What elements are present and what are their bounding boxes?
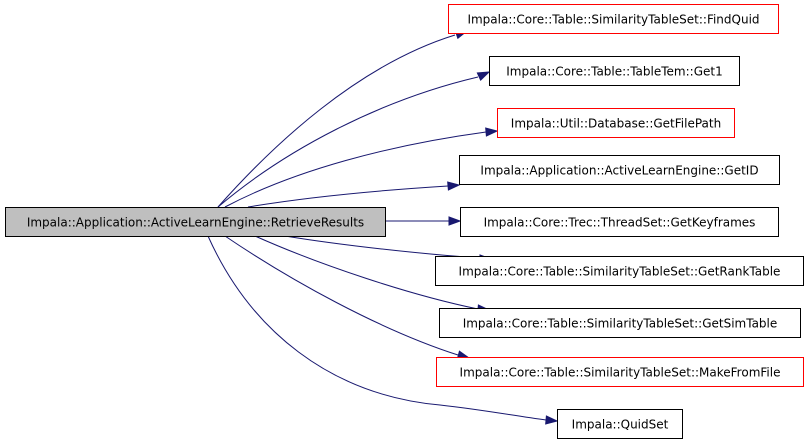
- node-get-id[interactable]: Impala::Application::ActiveLearnEngine::…: [459, 155, 780, 185]
- node-get-keyframes-label: Impala::Core::Trec::ThreadSet::GetKeyfra…: [484, 216, 756, 230]
- nodes: Impala::Application::ActiveLearnEngine::…: [5, 4, 804, 439]
- edge-to-get1: [217, 76, 479, 208]
- node-get-sim-table-box: [439, 308, 801, 338]
- node-get-keyframes-box: [460, 207, 779, 237]
- node-get-id-label: Impala::Application::ActiveLearnEngine::…: [480, 164, 758, 178]
- node-get-file-path-box: [497, 108, 735, 138]
- node-quid-set-label: Impala::QuidSet: [572, 418, 669, 432]
- edge-to-get-sim-table: [254, 235, 479, 310]
- node-get1-label: Impala::Core::Table::TableTem::Get1: [506, 65, 722, 79]
- node-get1-box: [489, 56, 740, 86]
- arrowhead-get1: [476, 71, 491, 82]
- node-make-from-file[interactable]: Impala::Core::Table::SimilarityTableSet:…: [436, 357, 804, 387]
- edge-to-make-from-file: [224, 235, 459, 356]
- node-retrieve-results-box: [5, 207, 386, 237]
- node-find-quid[interactable]: Impala::Core::Table::SimilarityTableSet:…: [448, 4, 779, 34]
- node-get-rank-table[interactable]: Impala::Core::Table::SimilarityTableSet:…: [435, 256, 804, 286]
- arrowhead-get-id: [447, 181, 461, 191]
- edge-to-find-quid: [217, 34, 456, 208]
- node-get-sim-table-label: Impala::Core::Table::SimilarityTableSet:…: [463, 317, 778, 331]
- arrowhead-quid-set: [545, 415, 559, 425]
- arrowhead-get-file-path: [485, 127, 499, 137]
- node-retrieve-results-label: Impala::Application::ActiveLearnEngine::…: [27, 216, 364, 230]
- node-get-rank-table-box: [435, 256, 804, 286]
- node-quid-set[interactable]: Impala::QuidSet: [557, 409, 683, 439]
- node-make-from-file-box: [436, 357, 804, 387]
- node-get-rank-table-label: Impala::Core::Table::SimilarityTableSet:…: [459, 265, 781, 279]
- node-get-file-path[interactable]: Impala::Util::Database::GetFilePath: [497, 108, 735, 138]
- edge-to-get-id: [247, 185, 449, 208]
- arrowhead-get-keyframes: [448, 216, 462, 226]
- node-find-quid-label: Impala::Core::Table::SimilarityTableSet:…: [467, 13, 759, 27]
- node-retrieve-results[interactable]: Impala::Application::ActiveLearnEngine::…: [5, 207, 386, 237]
- edge-to-get-rank-table: [284, 235, 481, 259]
- node-get-sim-table[interactable]: Impala::Core::Table::SimilarityTableSet:…: [439, 308, 801, 338]
- edge-to-get-file-path: [224, 131, 487, 208]
- node-get-file-path-label: Impala::Util::Database::GetFilePath: [511, 117, 721, 131]
- node-get-id-box: [459, 155, 780, 185]
- node-quid-set-box: [557, 409, 683, 439]
- node-get1[interactable]: Impala::Core::Table::TableTem::Get1: [489, 56, 740, 86]
- node-make-from-file-label: Impala::Core::Table::SimilarityTableSet:…: [460, 366, 781, 380]
- edge-to-quid-set: [207, 235, 547, 421]
- node-get-keyframes[interactable]: Impala::Core::Trec::ThreadSet::GetKeyfra…: [460, 207, 779, 237]
- node-find-quid-box: [448, 4, 779, 34]
